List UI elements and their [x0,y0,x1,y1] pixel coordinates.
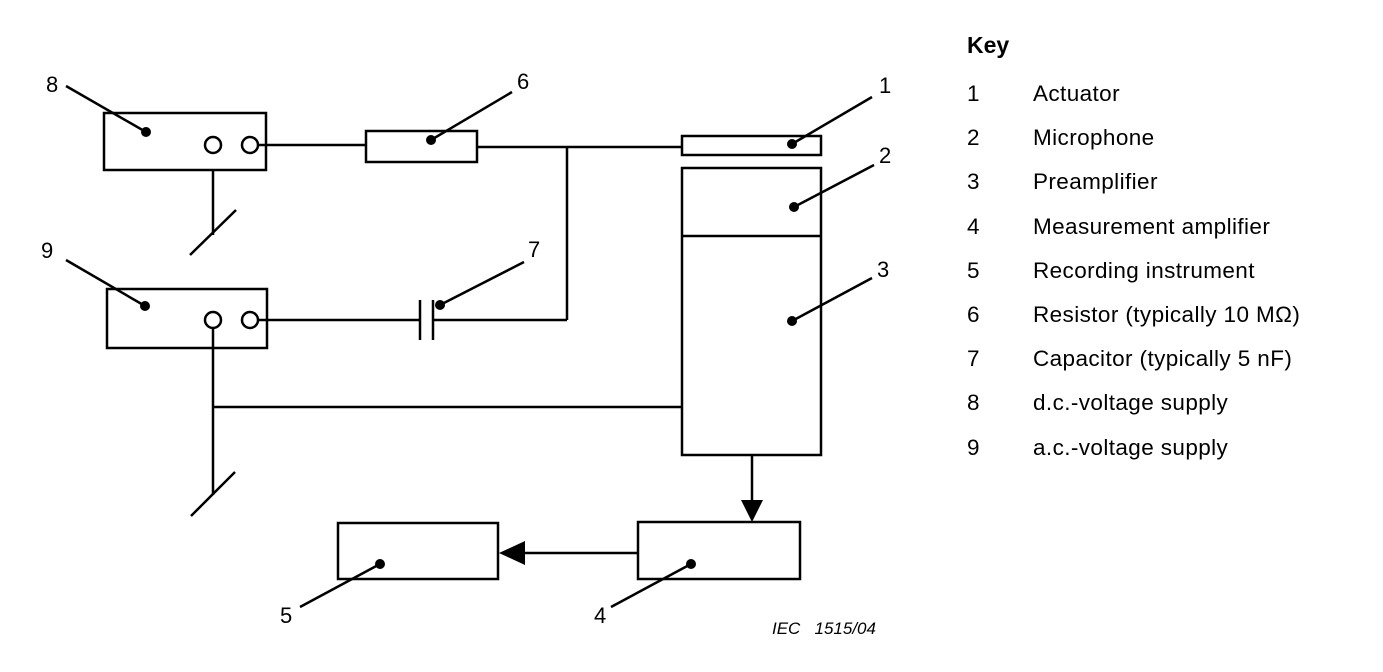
callout-1: 1 [879,73,891,98]
leader-line-2 [793,163,875,209]
key-label: Measurement amplifier [1033,213,1271,239]
dc-voltage-supply-box [102,111,268,172]
key-item-measurement-amplifier: 4 Measurement amplifier [967,205,1270,249]
leader-line-6 [430,90,513,142]
leader-line-3 [791,276,873,323]
callout-7: 7 [528,237,540,262]
key-number: 4 [967,213,980,239]
leader-line-4 [610,562,692,609]
ac-voltage-supply-box [105,287,269,350]
leader-dot-3 [787,316,797,326]
leader-dot-9 [140,301,150,311]
dc-supply-terminal-left [203,135,223,155]
leader-dot-4 [686,559,696,569]
ac-supply-terminal-left [203,310,223,330]
callout-2: 2 [879,143,891,168]
key-item-actuator: 1 Actuator [967,72,1120,116]
callout-3: 3 [877,257,889,282]
arrowhead-left [499,541,525,565]
key-item-preamplifier: 3 Preamplifier [967,160,1157,204]
measurement-amplifier-box [636,520,802,581]
key-item-ac-voltage-supply: 9 a.c.-voltage supply [967,426,1228,470]
callout-6: 6 [517,69,529,94]
callout-9: 9 [41,238,53,263]
key-number: 2 [967,125,980,151]
key-label: a.c.-voltage supply [1033,434,1229,460]
key-title: Key [967,32,1010,58]
key-item-recording-instrument: 5 Recording instrument [967,249,1254,293]
dc-supply-ground-symbol [189,209,237,256]
key-label: d.c.-voltage supply [1033,390,1229,416]
resistor-box [364,129,479,164]
leader-line-1 [791,95,873,146]
circuit-diagram: 1 2 3 4 5 6 7 8 9 IEC 1515/04 [41,69,891,638]
leader-line-5 [299,562,381,609]
key-item-resistor: 6 Resistor (typically 10 MΩ) [967,293,1300,337]
key-legend: Key 1 Actuator 2 Microphone 3 Preamplifi… [967,28,1300,470]
key-item-microphone: 2 Microphone [967,116,1154,160]
leader-line-9 [65,258,146,308]
key-item-capacitor: 7 Capacitor (typically 5 nF) [967,337,1292,381]
arrowhead-down [741,500,763,522]
key-label: Actuator [1033,81,1120,106]
leader-dot-8 [141,127,151,137]
key-label: Microphone [1033,125,1155,151]
dc-supply-terminal-right [240,135,260,155]
leader-dot-1 [787,139,797,149]
key-label: Preamplifier [1033,169,1158,195]
key-label: Recording instrument [1033,257,1255,283]
key-item-dc-voltage-supply: 8 d.c.-voltage supply [967,381,1228,425]
actuator-box [680,134,823,157]
callout-4: 4 [594,603,606,628]
leader-line-8 [65,84,147,134]
callout-5: 5 [280,603,292,628]
callout-8: 8 [46,72,58,97]
leader-dot-7 [435,300,445,310]
key-label: Resistor (typically 10 MΩ) [1033,301,1301,327]
key-label: Capacitor (typically 5 nF) [1033,346,1293,372]
key-number: 5 [967,257,980,283]
microphone-preamplifier-box [680,166,823,457]
leader-line-7 [439,260,525,307]
key-number: 8 [967,390,980,416]
figure-reference: IEC 1515/04 [772,619,876,638]
leader-dot-5 [375,559,385,569]
key-number: 6 [967,301,980,327]
leader-dot-6 [426,135,436,145]
key-number: 7 [967,346,980,372]
ac-supply-ground-symbol [190,471,236,517]
recording-instrument-box [336,521,500,581]
leader-dot-2 [789,202,799,212]
key-number: 9 [967,434,980,460]
key-number: 1 [967,81,980,106]
key-number: 3 [967,169,980,195]
ac-supply-terminal-right [240,310,260,330]
